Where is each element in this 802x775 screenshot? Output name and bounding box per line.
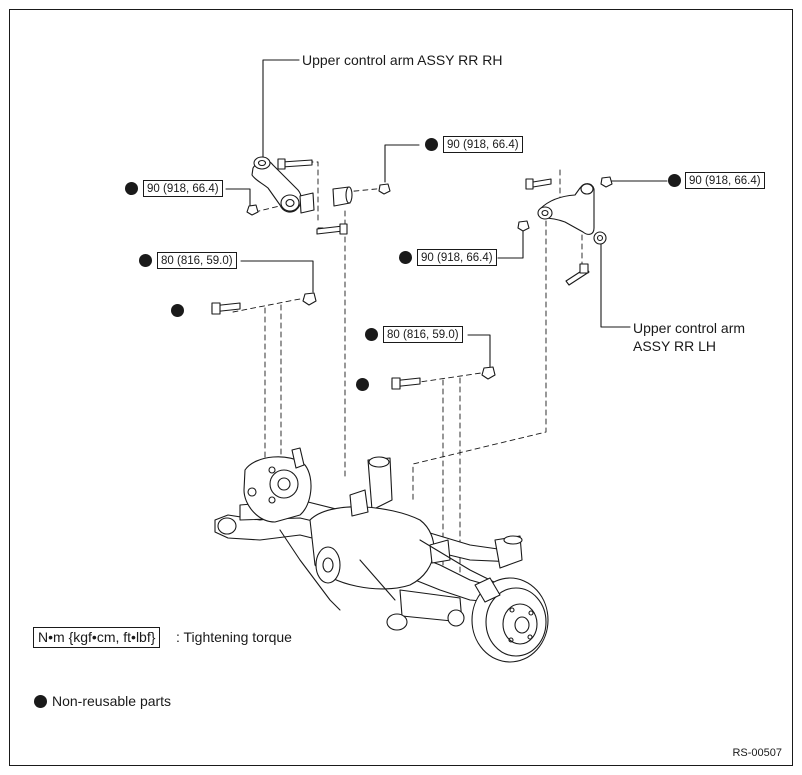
torque-spec-box: 80 (816, 59.0) bbox=[383, 326, 463, 343]
rear-axle-carrier-rh bbox=[243, 447, 312, 523]
non-reusable-marker bbox=[171, 304, 184, 317]
upper-control-arm-rh bbox=[251, 156, 353, 214]
brake-disc-lh bbox=[471, 577, 549, 663]
diagram-frame bbox=[9, 9, 793, 766]
non-reusable-marker bbox=[356, 378, 369, 391]
torque-spec-box: 90 (918, 66.4) bbox=[685, 172, 765, 189]
label-upper-control-arm-rh: Upper control arm ASSY RR RH bbox=[302, 52, 503, 68]
figure-id: RS-00507 bbox=[732, 747, 782, 759]
torque-unit-legend: N•m {kgf•cm, ft•lbf} bbox=[33, 627, 161, 648]
non-reusable-marker bbox=[139, 254, 152, 267]
non-reusable-marker bbox=[365, 328, 378, 341]
torque-spec-box: 90 (918, 66.4) bbox=[143, 180, 223, 197]
upper-control-arm-lh bbox=[517, 176, 613, 286]
torque-unit-description: : Tightening torque bbox=[176, 629, 292, 645]
non-reusable-marker bbox=[668, 174, 681, 187]
torque-spec-box: 80 (816, 59.0) bbox=[157, 252, 237, 269]
bolts-rh bbox=[211, 158, 496, 390]
non-reusable-legend-text: Non-reusable parts bbox=[52, 693, 172, 709]
torque-spec-box: 90 (918, 66.4) bbox=[417, 249, 497, 266]
leader-lines bbox=[225, 59, 668, 371]
non-reusable-marker bbox=[125, 182, 138, 195]
non-reusable-marker bbox=[399, 251, 412, 264]
non-reusable-legend-marker bbox=[34, 695, 47, 708]
label-upper-control-arm-lh-line1: Upper control arm bbox=[633, 320, 746, 336]
label-upper-control-arm-lh-line2: ASSY RR LH bbox=[633, 338, 716, 354]
suspension-member bbox=[214, 456, 523, 631]
torque-spec-box: 90 (918, 66.4) bbox=[443, 136, 523, 153]
non-reusable-marker bbox=[425, 138, 438, 151]
